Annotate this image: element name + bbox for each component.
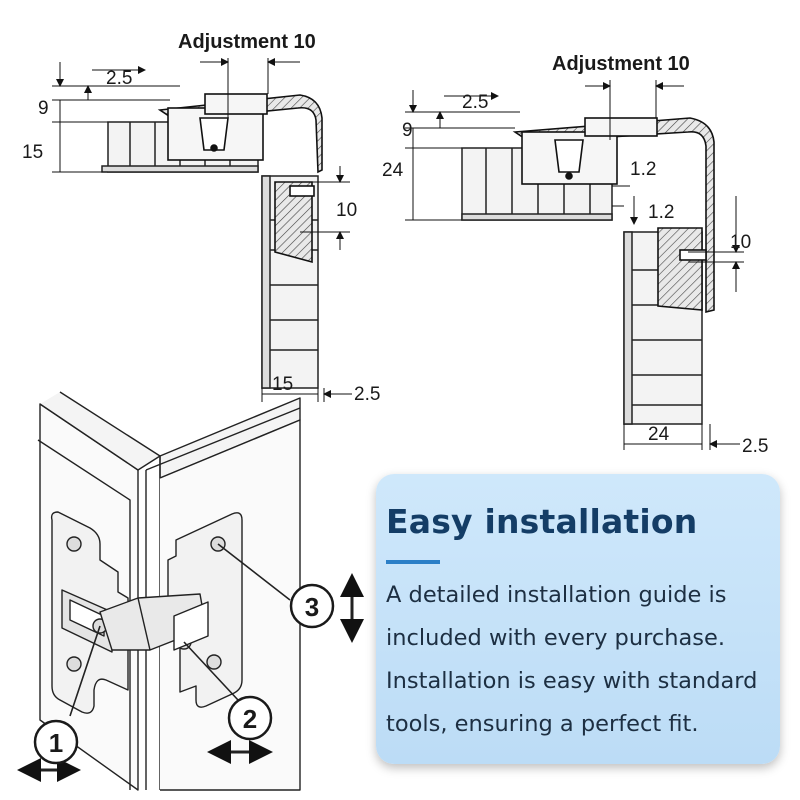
dim-24-bottom-right: 24 <box>648 424 670 445</box>
svg-text:1: 1 <box>49 728 63 758</box>
cabinet-corner-illustration <box>17 391 364 791</box>
svg-text:2: 2 <box>243 704 257 734</box>
dim-2-5-top-left: 2.5 <box>106 68 132 89</box>
svg-text:3: 3 <box>305 592 319 622</box>
info-card-accent-rule <box>386 560 440 564</box>
info-card: Easy installation A detailed installatio… <box>376 474 780 764</box>
screw-icon <box>206 654 222 670</box>
dim-24-left-right: 24 <box>382 160 404 181</box>
hinge-section-24mm: Adjustment 10 2.5 9 24 1.2 1.2 10 24 2.5 <box>382 53 768 457</box>
badge-1: 1 <box>33 719 79 765</box>
hinge-body-section <box>512 117 715 314</box>
hinge-section-15mm: Adjustment 10 2.5 9 15 10 15 2.5 <box>22 31 380 405</box>
dimension-lines-left <box>52 58 352 402</box>
dim-15-bottom-left: 15 <box>272 374 293 395</box>
dim-9-left: 9 <box>38 98 49 119</box>
dim-1-2-b-right: 1.2 <box>648 202 674 223</box>
dim-10-right: 10 <box>730 232 751 253</box>
screw-icon <box>66 656 82 672</box>
badge-2: 2 <box>227 695 273 741</box>
dim-2-5-bottom-right: 2.5 <box>742 436 768 457</box>
adjustment-label-right: Adjustment 10 <box>552 53 690 75</box>
info-card-body: A detailed installation guide is include… <box>386 582 758 737</box>
dim-9-right: 9 <box>402 120 413 141</box>
info-card-title: Easy installation <box>386 502 698 541</box>
hinge-body-section <box>157 93 323 264</box>
badge-3: 3 <box>289 583 335 629</box>
dim-2-5-bottom-left: 2.5 <box>354 384 380 405</box>
dim-1-2-a-right: 1.2 <box>630 159 656 180</box>
screw-icon <box>66 536 82 552</box>
adjustment-label-left: Adjustment 10 <box>178 31 316 53</box>
dim-10-left: 10 <box>336 200 357 221</box>
dim-2-5-top-right: 2.5 <box>462 92 488 113</box>
dimension-lines-right <box>405 80 744 450</box>
dim-15-left: 15 <box>22 142 43 163</box>
